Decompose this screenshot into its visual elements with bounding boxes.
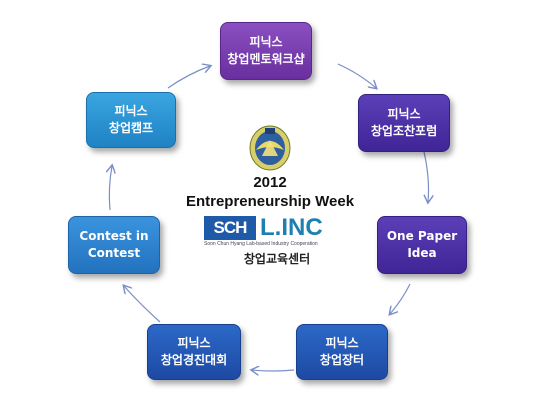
node-contest-in-contest: Contest in Contest (68, 216, 160, 274)
node-breakfast-forum: 피닉스 창업조찬포럼 (358, 94, 450, 152)
arrow-topright-to-right (424, 151, 429, 202)
center-year: 2012 (253, 174, 287, 191)
center-block: 2012 Entrepreneurship Week SCH L.INC Soo… (160, 118, 380, 278)
arrow-right-to-bottomright (390, 283, 411, 314)
center-title: Entrepreneurship Week (185, 193, 355, 210)
arrow-bottomright-to-bottomleft (252, 370, 295, 371)
center-label: 창업교육센터 (243, 252, 311, 266)
logo-tagline: Soon Chun Hyang Lab-based Industry Coope… (204, 241, 318, 247)
node-mentor-workshop: 피닉스 창업멘토워크샵 (220, 22, 312, 80)
university-emblem-icon (249, 125, 291, 171)
arrow-topleft-to-top (167, 66, 210, 89)
node-startup-camp: 피닉스 창업캠프 (86, 92, 176, 148)
arrow-bottomleft-to-left (124, 286, 161, 323)
sch-linc-logo: SCH L.INC Soon Chun Hyang Lab-based Indu… (204, 214, 344, 248)
arrow-top-to-topright (337, 63, 376, 88)
logo-sch: SCH (204, 216, 256, 240)
node-startup-competition: 피닉스 창업경진대회 (147, 324, 241, 380)
logo-linc: L.INC (260, 214, 323, 241)
node-one-paper-idea: One Paper Idea (377, 216, 467, 274)
arrow-left-to-topleft (109, 166, 112, 211)
node-startup-market: 피닉스 창업장터 (296, 324, 388, 380)
